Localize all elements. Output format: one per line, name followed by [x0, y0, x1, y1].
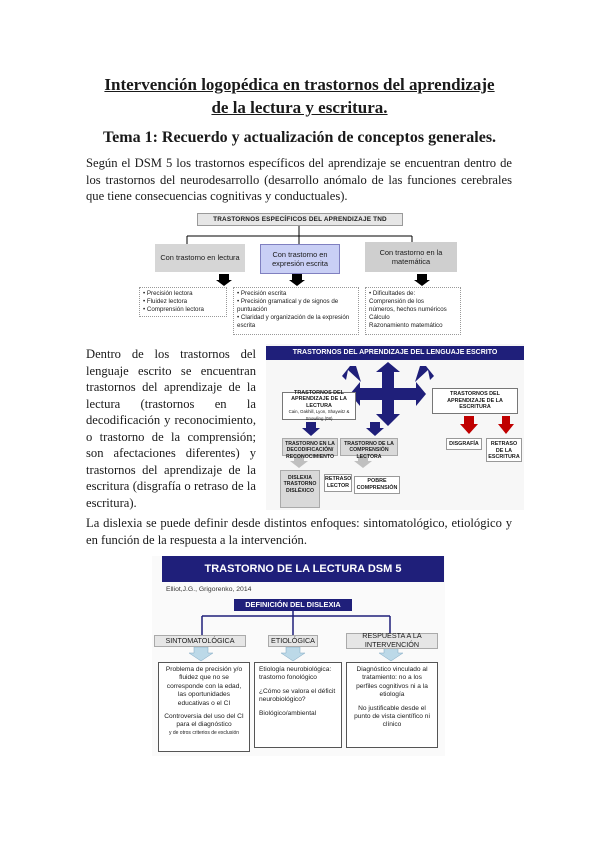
diagram-dsm5-reading: TRASTORNO DE LA LECTURA DSM 5 Elliot,J.G… [152, 556, 445, 756]
symptomatological-text: Problema de precisión y/o fluidez que no… [158, 662, 250, 752]
box-math-disorder: Con trastorno en la matemática [365, 242, 457, 272]
box-writing-disorder: Con trastorno en expresión escrita [260, 244, 340, 274]
etiological-text: Etiología neurobiológica: trastorno fono… [254, 662, 342, 748]
list-item: Comprensión de los [369, 298, 425, 305]
box-reading-learning-disorders: TRASTORNOS DEL APRENDIZAJE DE LA LECTURA… [282, 390, 356, 421]
list-item: números, hechos numéricos [369, 306, 447, 313]
box-reading-delay: RETRASO LECTOR [324, 474, 352, 492]
list-math: • Dificultades de: Comprensión de los nú… [365, 287, 461, 335]
category-etiological: ETIOLÓGICA [268, 635, 318, 647]
diagram1-header: TRASTORNOS ESPECÍFICOS DEL APRENDIZAJE T… [197, 213, 403, 226]
box-poor-comprehension: POBRE COMPRENSIÓN [354, 476, 400, 494]
box-writing-learning-disorders: TRASTORNOS DEL APRENDIZAJE DE LA ESCRITU… [432, 388, 518, 414]
diagram1-connectors [186, 225, 430, 286]
list-item: • Precisión escrita [237, 290, 287, 297]
list-item: • Dificultades de: [369, 290, 416, 297]
list-item: • Comprensión lectora [143, 306, 204, 313]
written-language-paragraph: Dentro de los trastornos del lenguaje es… [86, 347, 256, 510]
list-item: • Fluidez lectora [143, 298, 188, 305]
box-reading-disorder: Con trastorno en lectura [155, 244, 245, 272]
list-reading: • Precisión lectora • Fluidez lectora • … [139, 287, 227, 317]
list-item: Cálculo [369, 314, 390, 321]
list-item: Razonamiento matemático [369, 322, 443, 329]
box-comprehension-disorder: TRASTORNO DE LA COMPRENSIÓN LECTORA [340, 438, 398, 460]
intro-paragraph: Según el DSM 5 los trastornos específico… [86, 156, 512, 203]
diagram2-arrows [290, 362, 514, 468]
citation: Elliot,J.G., Grigorenko, 2014 [166, 586, 252, 593]
box-dysgraphia: DISGRAFÍA [446, 438, 482, 450]
list-item: • Precisión gramatical y de signos de pu… [237, 298, 339, 313]
box-dyslexia: DISLEXIA TRASTORNO DISLÉXICO [280, 470, 320, 508]
diagram3-header: TRASTORNO DE LA LECTURA DSM 5 [162, 556, 444, 582]
list-writing: • Precisión escrita • Precisión gramatic… [233, 287, 359, 335]
box-decoding-disorder: TRASTORNO EN LA DECODIFICACIÓN/ RECONOCI… [282, 438, 338, 460]
diagram-tea-types: TRASTORNOS ESPECÍFICOS DEL APRENDIZAJE T… [137, 212, 462, 340]
box-writing-delay: RETRASO DE LA ESCRITURA [486, 438, 522, 462]
list-item: • Claridad y organización de la expresió… [237, 314, 350, 329]
dyslexia-definition-paragraph: La dislexia se puede definir desde disti… [86, 516, 512, 547]
document-title-line1: Intervención logopédica en trastornos de… [104, 75, 495, 94]
category-response-intervention: RESPUESTA A LA INTERVENCIÓN [346, 632, 438, 649]
response-intervention-text: Diagnóstico vinculado al tratamiento: no… [346, 662, 438, 748]
diagram2-header: TRASTORNOS DEL APRENDIZAJE DEL LENGUAJE … [266, 346, 524, 360]
document-title-line2: de la lectura y escritura. [211, 98, 388, 117]
category-symptomatological: SINTOMATOLÓGICA [154, 635, 246, 647]
section-subtitle: Tema 1: Recuerdo y actualización de conc… [102, 129, 497, 146]
list-item: • Precisión lectora [143, 290, 193, 297]
definition-box: DEFINICIÓN DEL DISLEXIA [234, 599, 352, 611]
diagram3-connectors [188, 611, 404, 662]
diagram-written-language: TRASTORNOS DEL APRENDIZAJE DEL LENGUAJE … [266, 344, 524, 510]
